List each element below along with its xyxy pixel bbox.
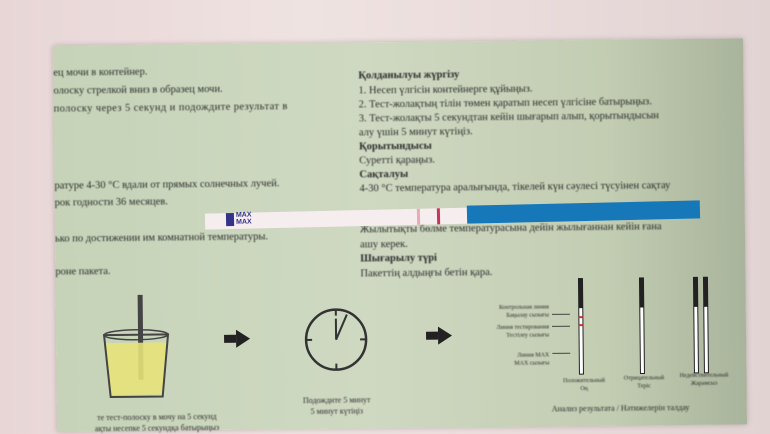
- step2-caption: Подождите 5 минут: [267, 395, 407, 405]
- result-strips-icon: [551, 277, 732, 379]
- results-text: Суретті қараңыз.: [359, 155, 435, 167]
- step1-caption: ақты несепке 5 секундқа батырыңыз: [57, 423, 257, 434]
- arrow-icon: [438, 326, 452, 344]
- left-line: ратуре 4-30 °С вдали от прямых солнечных…: [54, 178, 279, 191]
- label-test-line: Тестілеу сызығы: [474, 332, 549, 339]
- instruction-leaflet: ец мочи в контейнер. олоску стрелкой вни…: [53, 38, 747, 431]
- label-max-line: MAX сызығы: [474, 360, 549, 367]
- arrow-icon: [236, 330, 250, 348]
- use-step: 1. Несеп үлгісін контейнерге құйыңыз.: [358, 84, 532, 97]
- urine-cup-icon: [96, 294, 177, 405]
- left-line: полоску через 5 секунд и подождите резул…: [54, 101, 288, 114]
- heading-release: Шығарылу түрі: [360, 253, 437, 265]
- result-invalid: Недействительный: [671, 372, 736, 379]
- label-test-line: Линия тестирования: [474, 324, 549, 331]
- use-step: алу үшін 5 минут күтіңіз.: [359, 126, 473, 138]
- heading-use: Қолданылуы жүргізу: [358, 69, 459, 81]
- storage-text: 4-30 °С температура аралығында, тікелей …: [359, 180, 670, 194]
- test-line: [417, 209, 420, 225]
- clock-icon: [301, 304, 372, 375]
- label-max-line: Линия MAX: [474, 352, 549, 359]
- left-line: олоску стрелкой вниз в образец мочи.: [53, 84, 222, 97]
- storage-text: ашу керек.: [360, 239, 408, 250]
- heading-results: Қорытындысы: [359, 141, 432, 153]
- control-line: [437, 208, 440, 224]
- left-line: ец мочи в контейнер.: [53, 67, 147, 79]
- result-invalid: Жарамсыз: [672, 380, 737, 387]
- result-positive: Оң: [557, 386, 612, 393]
- label-control-line: Контрольная линия: [474, 304, 549, 311]
- results-caption: Анализ результата / Нәтижелерін талдау: [552, 403, 690, 413]
- release-text: Пакеттің алдыңғы бетін қара.: [360, 267, 492, 279]
- result-negative: Отрицательный: [616, 375, 671, 382]
- use-step: 2. Тест-жолақтың тілін төмен қаратып нес…: [359, 96, 652, 110]
- left-line: роне пакета.: [55, 266, 110, 278]
- use-step: 3. Тест-жолақты 5 секундтан кейін шығары…: [359, 110, 659, 124]
- left-line: рок годности 36 месяцев.: [55, 196, 168, 208]
- max-label: MAX: [236, 219, 252, 226]
- arrow-icon: [224, 335, 236, 343]
- step2-caption: 5 минут күтіңіз: [267, 406, 407, 416]
- left-line: ько по достижении им комнатной температу…: [55, 231, 268, 244]
- label-control-line: Бақылау сызығы: [474, 312, 549, 319]
- arrow-icon: [426, 332, 438, 340]
- heading-storage: Сақталуы: [359, 169, 408, 181]
- result-positive: Положительный: [557, 378, 612, 385]
- result-negative: Теріс: [617, 383, 672, 390]
- step1-caption: те тест-полоску в мочу на 5 секунд: [57, 412, 257, 423]
